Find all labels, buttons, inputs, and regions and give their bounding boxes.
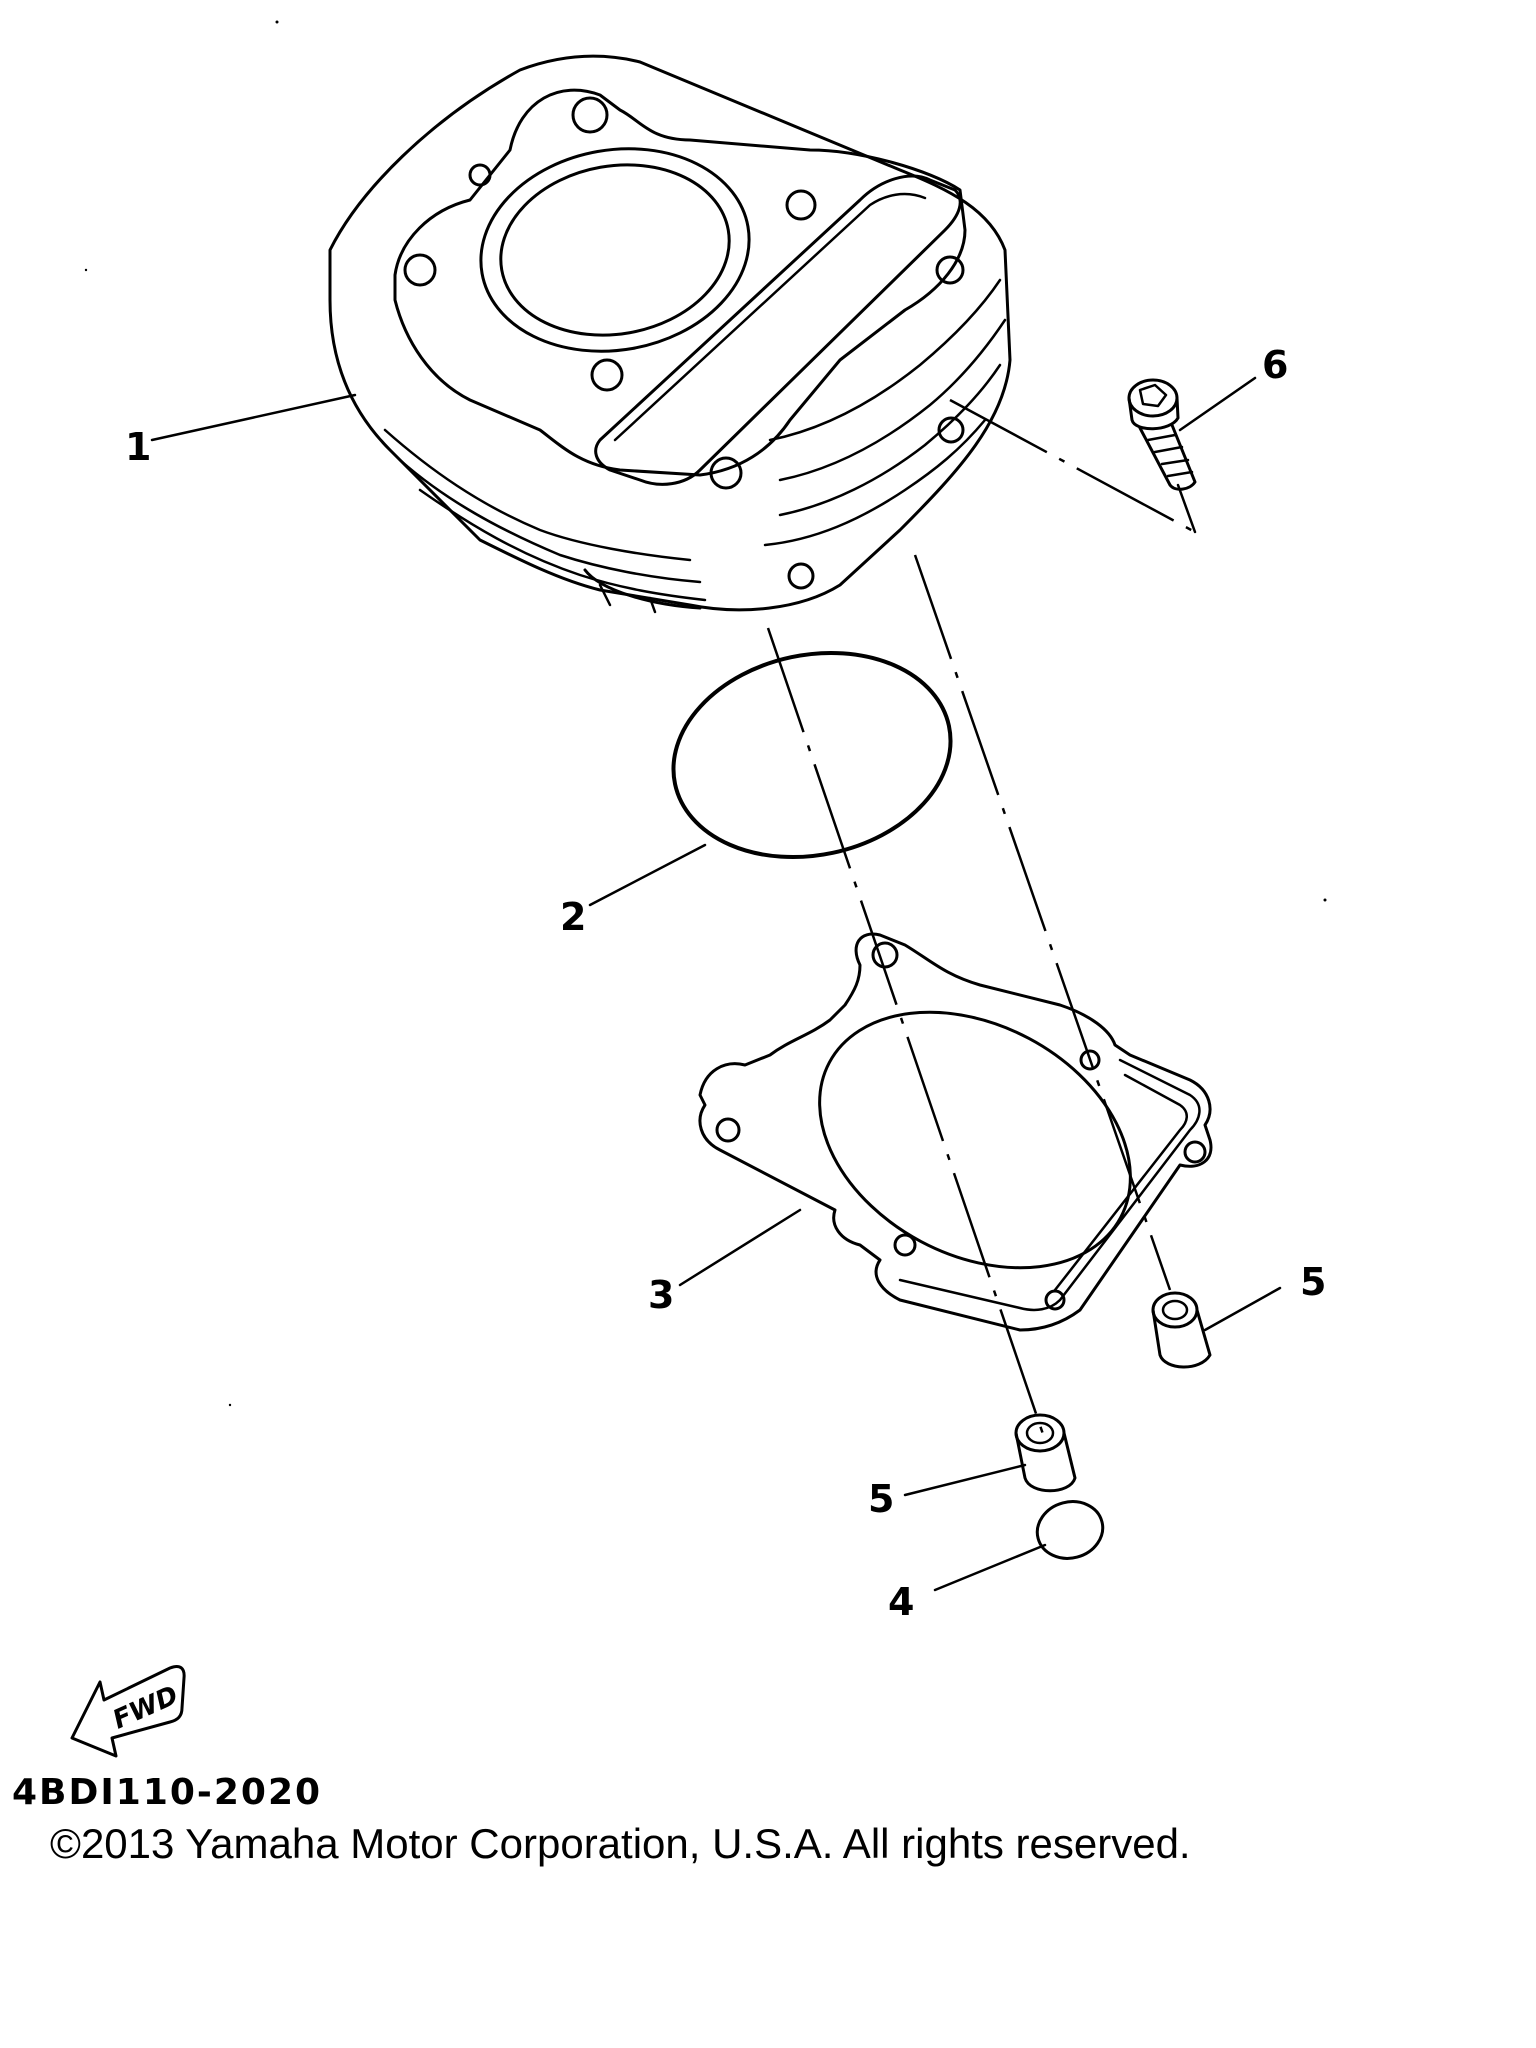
dowel-pin-part-5-right[interactable] <box>1151 1291 1212 1369</box>
callout-3: 3 <box>648 1273 674 1317</box>
callout-5-left: 5 <box>868 1477 894 1521</box>
copyright-notice: ©2013 Yamaha Motor Corporation, U.S.A. A… <box>50 1820 1191 1867</box>
callout-1: 1 <box>125 425 151 469</box>
cylinder-part-1[interactable] <box>328 54 1012 614</box>
o-ring-part-2[interactable] <box>654 628 969 882</box>
part-diagram-code: 4BDI110-2020 <box>12 1772 323 1813</box>
dowel-pin-part-5-left[interactable] <box>1014 1413 1077 1493</box>
callout-4: 4 <box>888 1580 914 1624</box>
leader-lines <box>150 376 1282 1592</box>
callout-2: 2 <box>560 895 586 939</box>
assembly-lines <box>766 398 1197 1441</box>
fwd-arrow-icon: FWD <box>70 1664 186 1758</box>
bolt-part-6[interactable] <box>1127 378 1197 491</box>
callout-5-right: 5 <box>1300 1260 1326 1304</box>
callout-6: 6 <box>1262 343 1288 387</box>
gasket-part-3[interactable] <box>698 932 1213 1332</box>
washer-part-4[interactable] <box>1031 1494 1109 1565</box>
